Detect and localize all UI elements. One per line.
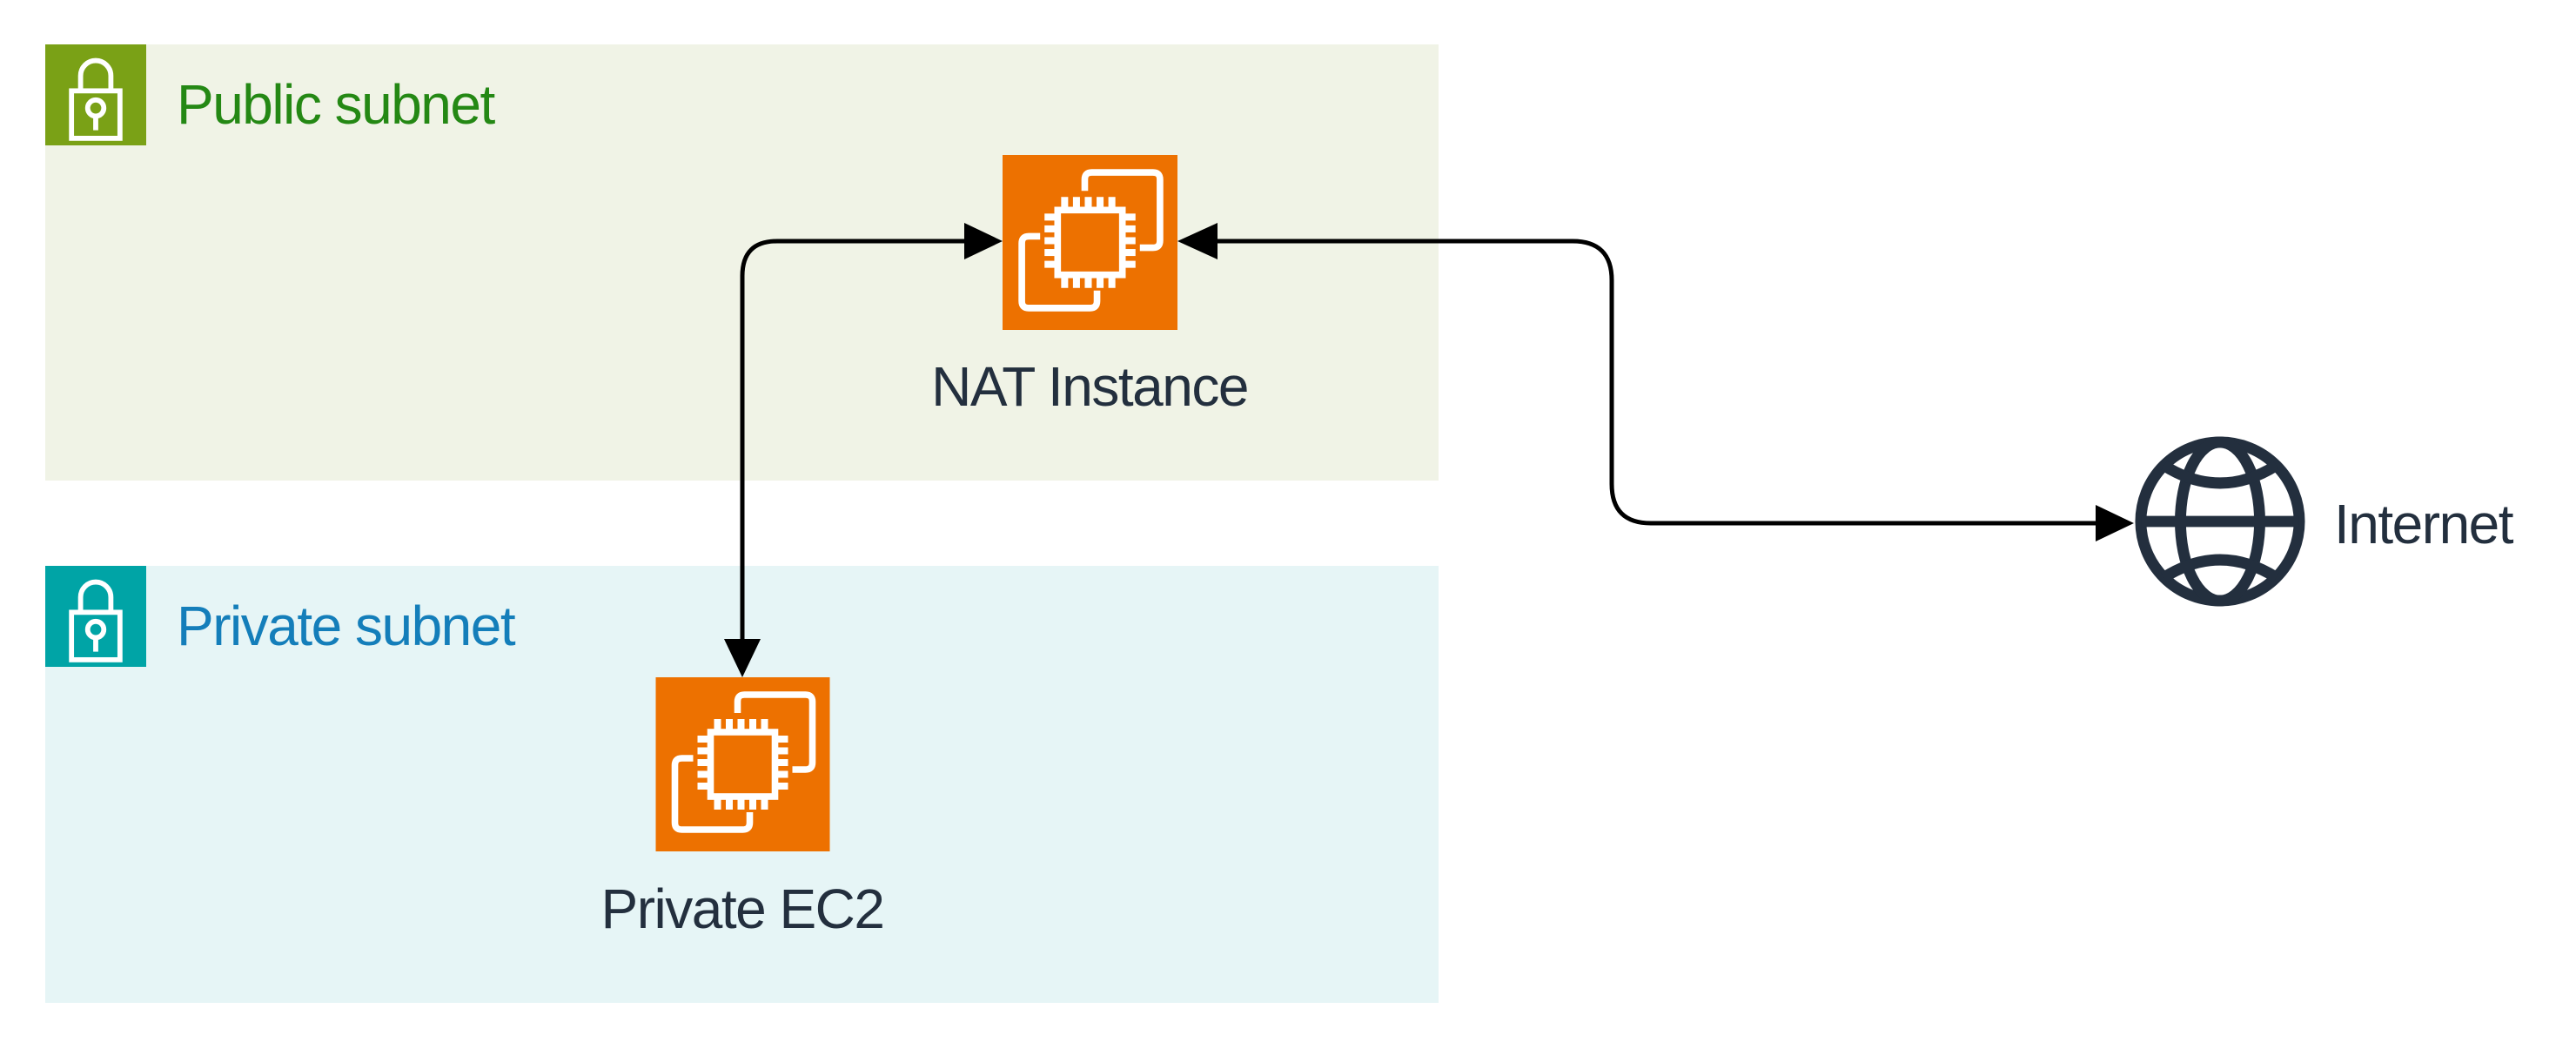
private-subnet-label: Private subnet (177, 595, 516, 657)
arrowhead-into-internet (2096, 505, 2134, 541)
ec2-instance-icon (1003, 155, 1177, 330)
public-subnet-label: Public subnet (177, 73, 495, 136)
lock-icon (45, 566, 146, 667)
internet-label: Internet (2334, 493, 2514, 555)
private-ec2-node (655, 677, 830, 851)
lock-icon (45, 44, 146, 145)
ec2-instance-icon (655, 677, 830, 851)
globe-icon (2134, 435, 2306, 608)
nat-instance-node (1003, 155, 1177, 330)
public-subnet-badge (45, 44, 146, 145)
private-ec2-label: Private EC2 (600, 878, 885, 940)
private-subnet-badge (45, 566, 146, 667)
nat-instance-label: NAT Instance (931, 355, 1249, 418)
internet-node (2134, 435, 2306, 608)
